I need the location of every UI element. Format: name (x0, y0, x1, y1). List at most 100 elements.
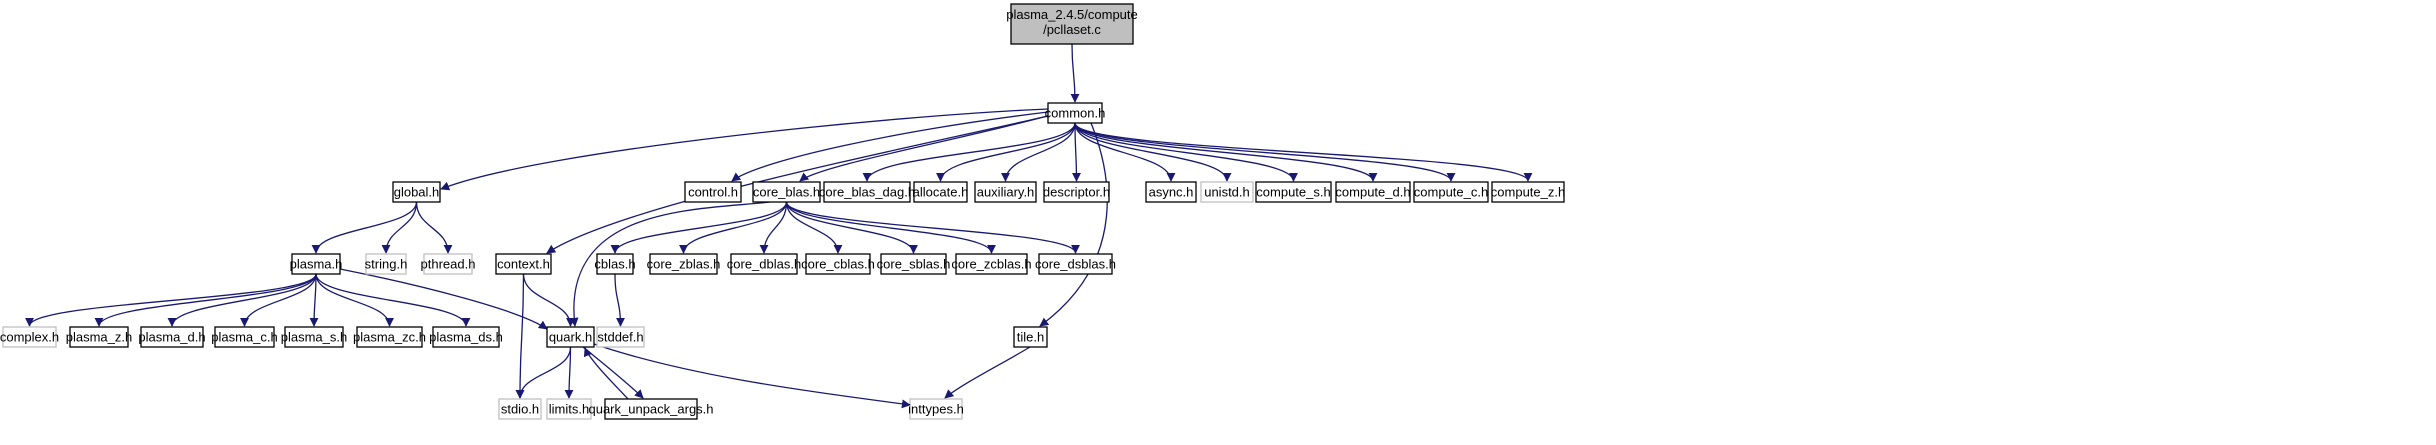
edge-path (1001, 122, 1076, 182)
node-common[interactable]: common.h (1045, 102, 1106, 124)
edge-path (1039, 122, 1108, 327)
node-label: cblas.h (594, 257, 635, 272)
node-compute-c[interactable]: compute_c.h (1413, 181, 1489, 203)
node-core-blas-dag[interactable]: core_blas_dag.h (819, 181, 915, 203)
node-global[interactable]: global.h (392, 181, 441, 203)
node-label: context.h (497, 257, 550, 272)
edge-global-to-string (381, 201, 418, 254)
edge-cblas-to-stddef (614, 273, 625, 327)
node-label: plasma.h (290, 257, 343, 272)
node-plasma-d[interactable]: plasma_d.h (138, 326, 206, 348)
node-label: core_dblas.h (727, 257, 801, 272)
node-label: plasma_ds.h (429, 330, 503, 345)
node-label: string.h (365, 257, 408, 272)
node-async[interactable]: async.h (1145, 181, 1197, 203)
edge-plasma-to-quark (339, 268, 548, 330)
edge-common-to-core_blas (799, 114, 1052, 182)
node-core-zcblas[interactable]: core_zcblas.h (951, 253, 1032, 275)
edge-common-to-core_blas_dag (862, 122, 1076, 182)
node-plasma[interactable]: plasma.h (290, 253, 343, 275)
edge-common-to-control (731, 111, 1049, 182)
node-control[interactable]: control.h (684, 181, 742, 203)
node-tile[interactable]: tile.h (1013, 326, 1048, 348)
node-label: plasma_s.h (281, 330, 347, 345)
node-plasma-c[interactable]: plasma_c.h (211, 326, 278, 348)
node-box (546, 326, 595, 348)
edge-path (1074, 122, 1533, 182)
node-core-dsblas[interactable]: core_dsblas.h (1035, 253, 1116, 275)
edge-common-to-compute_c (1074, 122, 1456, 182)
node-label: tile.h (1017, 330, 1044, 345)
node-label: core_blas_dag.h (819, 185, 915, 200)
node-box (684, 181, 742, 203)
node-label: unistd.h (1204, 185, 1250, 200)
node-label: /pcllaset.c (1043, 22, 1101, 37)
edge-path (582, 346, 644, 399)
node-core-sblas[interactable]: core_sblas.h (877, 253, 951, 275)
node-auxiliary[interactable]: auxiliary.h (974, 181, 1037, 203)
node-box (284, 326, 344, 348)
node-compute-s[interactable]: compute_s.h (1255, 181, 1332, 203)
node-label: common.h (1045, 106, 1106, 121)
node-box (823, 181, 911, 203)
node-quark-unpack-args[interactable]: quark_unpack_args.h (588, 398, 714, 420)
node-root[interactable]: plasma_2.4.5/compute/pcllaset.c (1006, 3, 1138, 45)
edge-layer (25, 43, 1533, 409)
node-plasma-z[interactable]: plasma_z.h (66, 326, 132, 348)
node-label: quark_unpack_args.h (588, 402, 713, 417)
edge-global-to-pthread (415, 201, 453, 254)
edge-quark-to-stdio (515, 346, 572, 399)
edge-path (240, 273, 317, 327)
node-box (291, 253, 341, 275)
node-box (356, 326, 423, 348)
edge-path (309, 273, 319, 327)
node-label: global.h (394, 185, 440, 200)
node-label: control.h (688, 185, 738, 200)
node-descriptor[interactable]: descriptor.h (1043, 181, 1110, 203)
edge-path (25, 273, 317, 327)
edge-common-to-compute_s (1074, 122, 1298, 182)
edge-path (944, 346, 1031, 399)
node-box (649, 253, 718, 275)
edge-path (1074, 122, 1298, 182)
edge-core_blas-to-core_zblas (679, 201, 788, 254)
node-label: plasma_2.4.5/compute (1006, 7, 1138, 22)
edge-path (339, 268, 548, 330)
edge-path (515, 273, 525, 399)
node-plasma-zc[interactable]: plasma_zc.h (353, 326, 426, 348)
node-context[interactable]: context.h (495, 253, 552, 275)
edge-plasma-to-plasma_ds (315, 273, 471, 327)
node-plasma-ds[interactable]: plasma_ds.h (429, 326, 503, 348)
node-compute-z[interactable]: compute_z.h (1491, 181, 1565, 203)
edge-plasma-to-plasma_z (94, 273, 317, 327)
edge-core_blas-to-core_cblas (785, 201, 843, 254)
node-label: core_zblas.h (647, 257, 721, 272)
node-box (392, 181, 441, 203)
node-cblas[interactable]: cblas.h (594, 253, 636, 275)
edge-common-to-allocate (936, 122, 1076, 182)
edge-quark_unpack_args-to-quark (583, 347, 629, 400)
node-compute-d[interactable]: compute_d.h (1335, 181, 1411, 203)
edge-path (785, 201, 996, 254)
edge-quark-to-limits (564, 346, 574, 399)
edge-path (522, 273, 575, 327)
node-label: pthread.h (421, 257, 476, 272)
edge-plasma-to-complex (25, 273, 317, 327)
node-core-zblas[interactable]: core_zblas.h (647, 253, 721, 275)
node-core-dblas[interactable]: core_dblas.h (727, 253, 801, 275)
edge-common-to-tile (1039, 122, 1108, 327)
edge-path (1074, 122, 1232, 182)
edge-path (799, 114, 1052, 182)
node-core-cblas[interactable]: core_cblas.h (801, 253, 875, 275)
node-allocate[interactable]: allocate.h (913, 181, 969, 203)
node-box (1413, 181, 1489, 203)
node-label: allocate.h (913, 185, 969, 200)
node-plasma-s[interactable]: plasma_s.h (281, 326, 347, 348)
edge-plasma-to-plasma_d (167, 273, 317, 327)
node-label: core_blas.h (753, 185, 820, 200)
node-quark[interactable]: quark.h (546, 326, 595, 348)
edge-plasma-to-plasma_c (240, 273, 317, 327)
node-core-blas[interactable]: core_blas.h (752, 181, 821, 203)
edge-path (936, 122, 1076, 182)
node-box (2, 326, 57, 348)
